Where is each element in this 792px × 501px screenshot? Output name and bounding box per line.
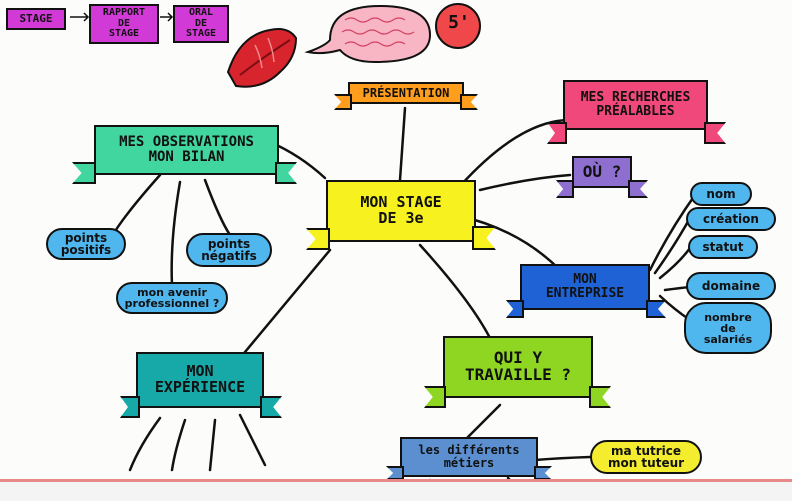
branch-observations: MES OBSERVATIONS MON BILAN [94,125,279,175]
leaf-creation-label: création [703,212,759,226]
branch-ou: OÙ ? [572,156,632,188]
branch-qui-travaille: QUI Y TRAVAILLE ? [443,336,593,398]
branch-ou-label: OÙ ? [582,161,622,181]
step-stage-label: STAGE [19,12,53,26]
center-topic: MON STAGE DE 3e [326,180,476,242]
branch-presentation-label: PRÉSENTATION [362,85,450,100]
timer-label: 5' [448,12,470,33]
branch-metiers-label: les différents métiers [418,443,520,470]
leaf-nom-label: nom [706,187,736,201]
leaf-domaine-label: domaine [701,279,761,293]
branch-metiers: les différents métiers [400,437,538,477]
branch-presentation: PRÉSENTATION [348,82,464,104]
step-oral-box: ORAL DE STAGE [173,5,229,43]
leaf-statut-label: statut [702,240,744,254]
step-oral-label: ORAL DE STAGE [185,7,217,40]
video-progress-line [0,479,792,482]
lips-drawing [226,28,298,88]
branch-recherches-label: MES RECHERCHES PRÉALABLES [580,90,691,119]
center-topic-label: MON STAGE DE 3e [360,193,442,227]
branch-observations-label: MES OBSERVATIONS MON BILAN [119,134,254,165]
leaf-points-positifs: points positifs [46,228,126,260]
branch-experience-label: MON EXPÉRIENCE [154,362,246,396]
leaf-points-negatifs: points négatifs [186,233,272,267]
leaf-nombre-salaries-label: nombre de salariés [703,310,753,346]
leaf-domaine: domaine [686,272,776,300]
leaf-avenir-label: mon avenir professionnel ? [124,286,220,310]
leaf-avenir: mon avenir professionnel ? [116,282,228,314]
speech-bubble-drawing [304,4,432,64]
branch-recherches: MES RECHERCHES PRÉALABLES [563,80,708,130]
leaf-tuteur: ma tutrice mon tuteur [590,440,702,474]
leaf-nom: nom [690,182,752,206]
branch-experience: MON EXPÉRIENCE [136,352,264,408]
branch-entreprise: MON ENTREPRISE [520,264,650,310]
video-bottom-bar [0,482,792,501]
step-rapport-label: RAPPORT DE STAGE [102,7,146,40]
center-ribbon-right [472,226,496,250]
leaf-tuteur-label: ma tutrice mon tuteur [607,444,685,470]
branch-entreprise-label: MON ENTREPRISE [545,272,625,301]
step-rapport-box: RAPPORT DE STAGE [89,4,159,44]
leaf-points-positifs-label: points positifs [60,231,112,257]
leaf-creation: création [686,207,776,231]
leaf-statut: statut [688,235,758,259]
leaf-points-negatifs-label: points négatifs [201,237,257,263]
leaf-nombre-salaries: nombre de salariés [684,302,772,354]
branch-qui-travaille-label: QUI Y TRAVAILLE ? [465,348,571,384]
step-stage-box: STAGE [6,8,66,30]
timer-circle [435,3,481,49]
